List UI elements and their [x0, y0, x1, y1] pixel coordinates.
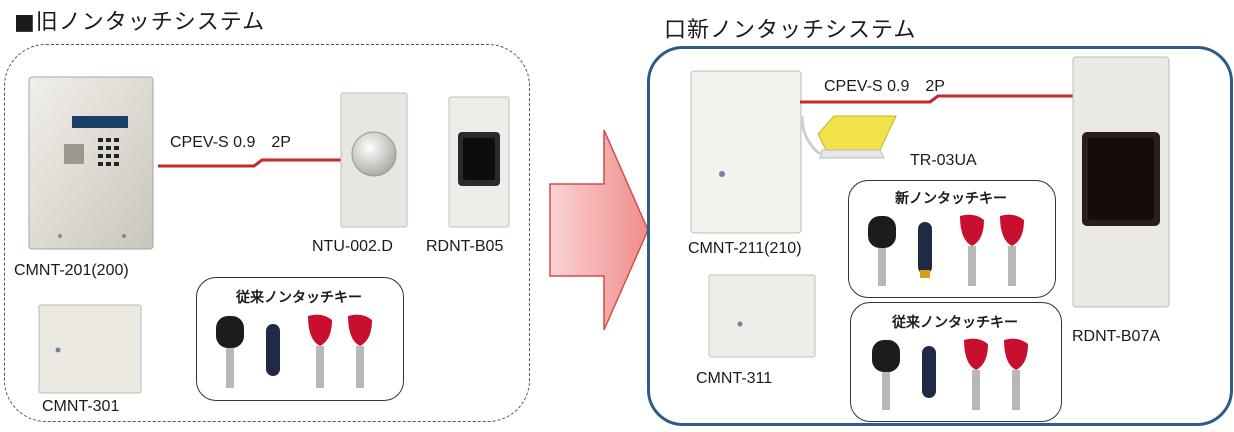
touchless-reader-icon: [448, 96, 510, 228]
controller-panel-icon: [28, 76, 154, 250]
reader-2-label: RDNT-B05: [426, 238, 504, 255]
touchless-reader-icon: [1072, 56, 1170, 308]
new-controller-label: CMNT-211(210): [688, 240, 802, 257]
new-cable-label: CPEV-S 0.9 2P: [824, 78, 945, 95]
legacy-keys-title: 従来ノンタッチキー: [892, 315, 1018, 331]
old-system-title: ■旧ノンタッチシステム: [14, 10, 266, 35]
old-keys-title: 従来ノンタッチキー: [236, 290, 362, 306]
new-cable: [800, 86, 1080, 108]
touchless-reader-icon: [340, 92, 408, 228]
adapter-label: TR-03UA: [910, 152, 977, 169]
touchless-key-icon: [212, 312, 388, 392]
old-box-label: CMNT-301: [42, 398, 120, 415]
new-box-label: CMNT-311: [696, 370, 773, 387]
junction-box-icon: [708, 274, 816, 358]
old-system-frame: [4, 44, 530, 422]
old-cable-label: CPEV-S 0.9 2P: [170, 134, 291, 151]
controller-panel-icon: [690, 70, 802, 234]
adapter-icon: [798, 110, 900, 166]
reader-1-label: NTU-002.D: [312, 238, 393, 255]
old-cable: [158, 150, 344, 172]
touchless-key-icon: [868, 336, 1044, 414]
junction-box-icon: [38, 304, 142, 394]
old-controller-label: CMNT-201(200): [14, 262, 129, 279]
new-system-title: 口新ノンタッチシステム: [664, 18, 917, 43]
touchless-key-icon: [864, 212, 1040, 290]
new-reader-label: RDNT-B07A: [1072, 328, 1161, 345]
new-system-frame: [647, 46, 1233, 426]
new-keys-title: 新ノンタッチキー: [895, 191, 1007, 207]
arrow-right-icon: [548, 128, 650, 332]
